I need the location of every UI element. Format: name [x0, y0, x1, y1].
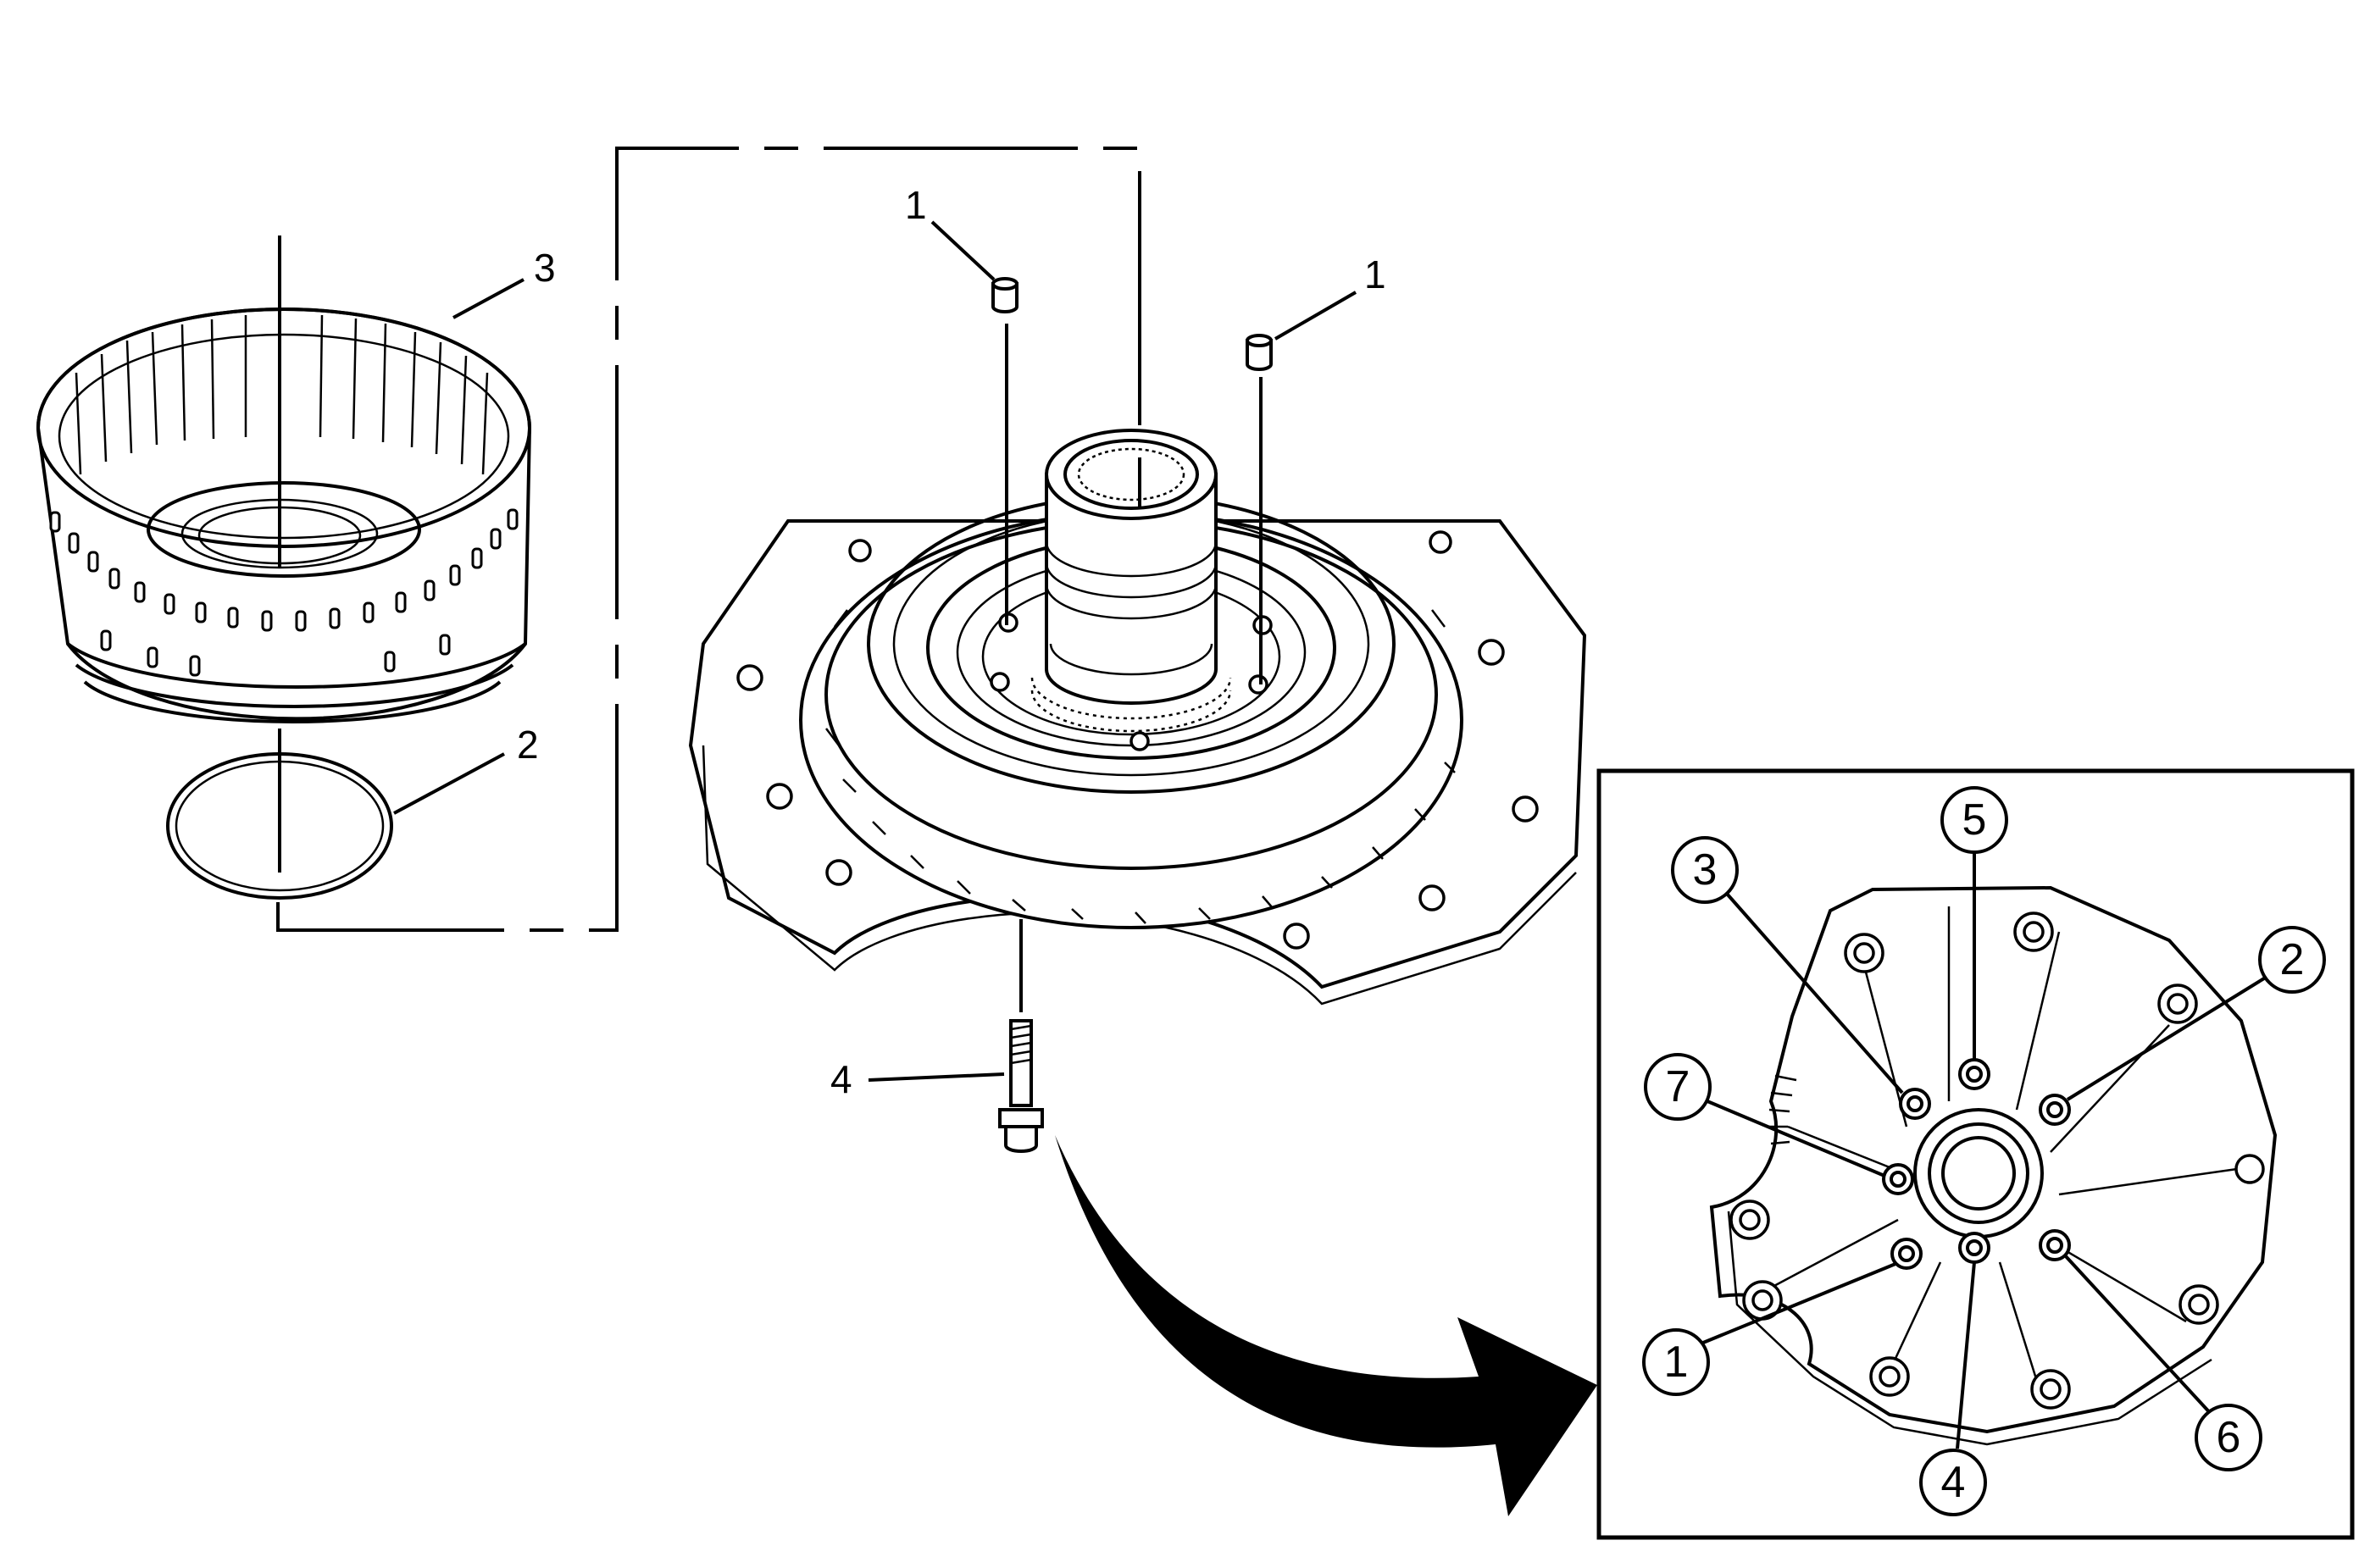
sequence-callout-3: 3 [1671, 836, 1904, 1094]
svg-text:4: 4 [1941, 1458, 1966, 1507]
svg-text:2: 2 [2280, 935, 2305, 984]
svg-text:1: 1 [1364, 252, 1386, 296]
svg-text:1: 1 [905, 183, 927, 227]
torque-sequence-detail-view: 5 3 2 7 1 4 6 [1596, 768, 2355, 1540]
support-bolt [998, 919, 1044, 1153]
svg-text:3: 3 [534, 246, 556, 290]
sun-shell-bolt-right [1246, 334, 1273, 684]
sequence-callout-2: 2 [2066, 926, 2326, 1101]
seal-ring [166, 752, 393, 900]
callout-seal-ring: 2 [393, 723, 539, 815]
direction-arrow [1055, 1135, 1597, 1516]
svg-text:7: 7 [1666, 1062, 1690, 1111]
clutch-drum [36, 235, 532, 873]
sequence-callout-6: 6 [2063, 1254, 2262, 1471]
svg-text:2: 2 [517, 723, 539, 767]
svg-text:3: 3 [1693, 845, 1718, 895]
sun-shell-bolt-left [991, 277, 1018, 625]
transfer-gear-support-assembly [688, 429, 1587, 1006]
svg-text:1: 1 [1664, 1338, 1689, 1387]
svg-text:4: 4 [830, 1057, 852, 1101]
sequence-callout-7: 7 [1644, 1053, 1885, 1177]
sequence-callout-1: 1 [1642, 1262, 1896, 1396]
sequence-callout-4: 4 [1919, 1261, 1987, 1516]
callout-sun-shell-bolt-a: 1 [905, 183, 996, 281]
svg-text:6: 6 [2217, 1413, 2241, 1462]
svg-text:5: 5 [1962, 795, 1987, 845]
callout-sun-shell-bolt-b: 1 [1274, 252, 1386, 341]
sequence-callout-5: 5 [1940, 786, 2008, 1059]
callout-support-bolt: 4 [830, 1057, 1005, 1101]
assembly-path-line [276, 147, 1141, 932]
callout-drum: 3 [452, 246, 556, 319]
